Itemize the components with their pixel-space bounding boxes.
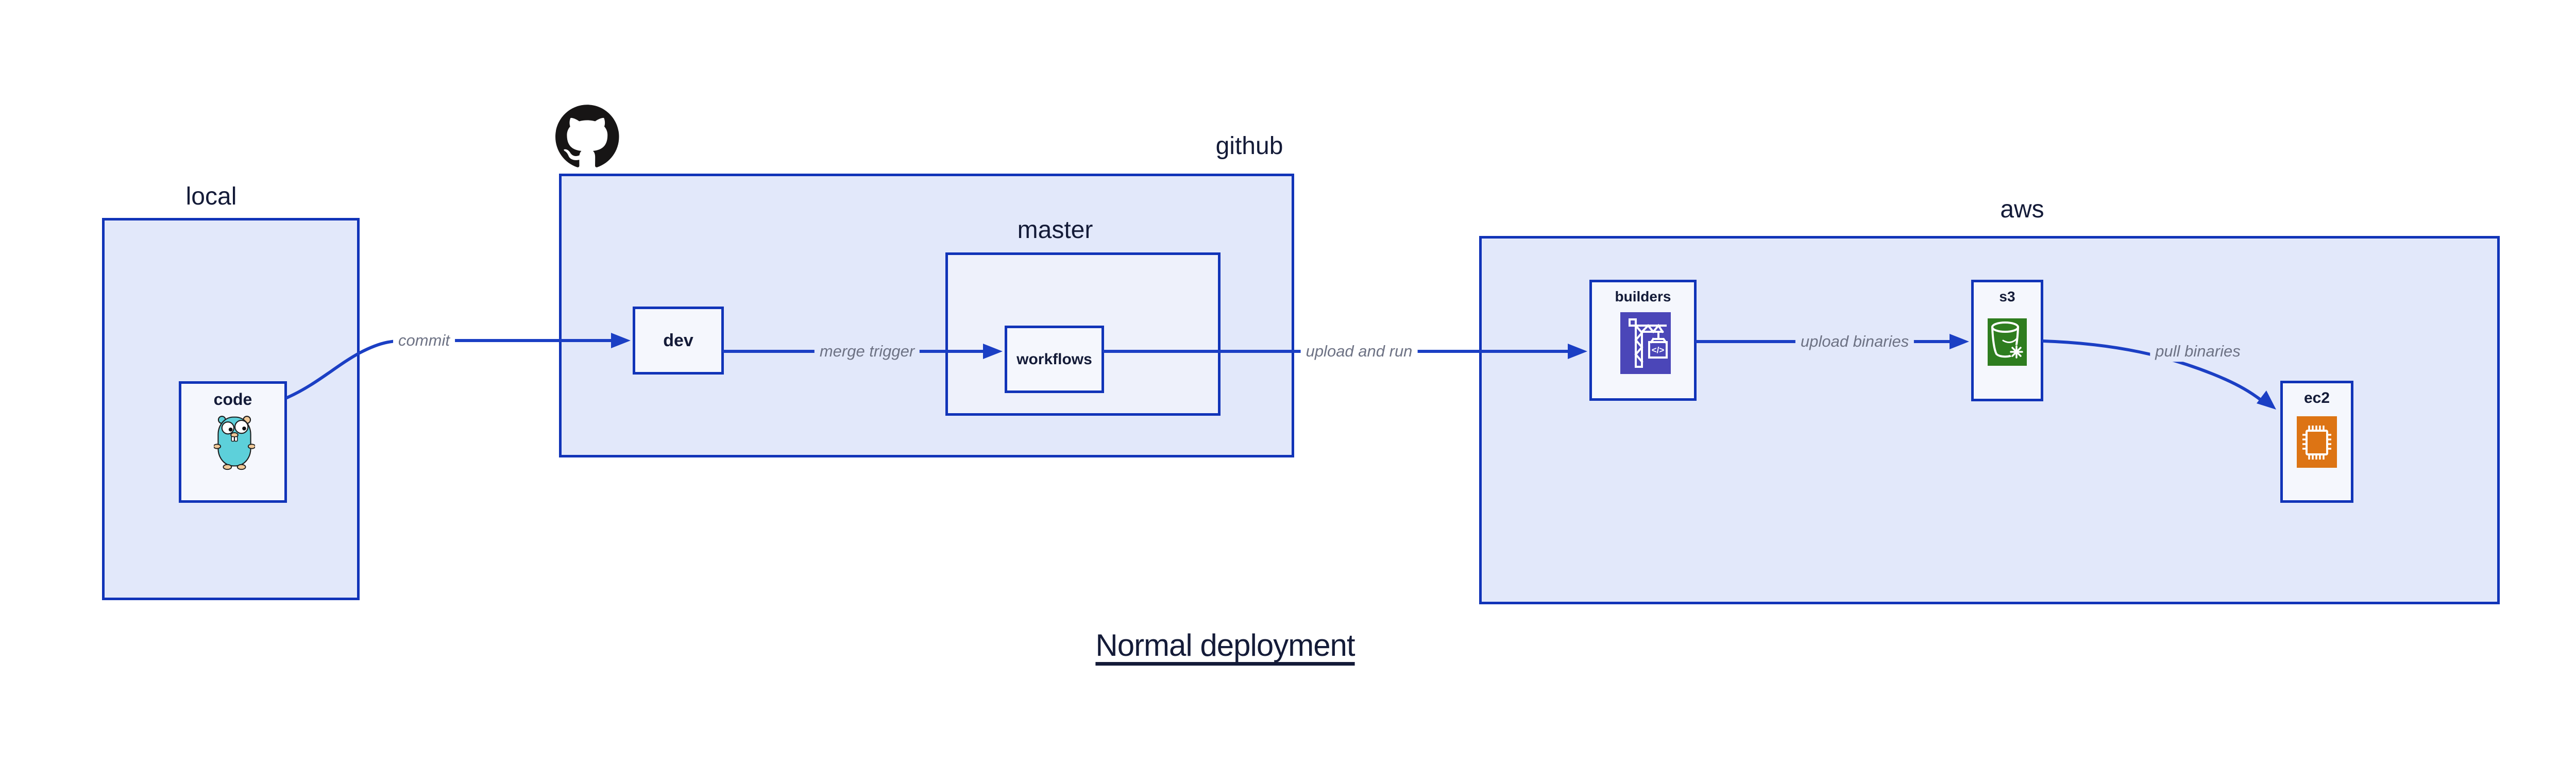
aws-ec2-chip-icon <box>2297 416 2337 468</box>
edge-label-upload-and-run: upload and run <box>1300 341 1418 362</box>
master-group-label: master <box>1017 216 1093 244</box>
local-group-label: local <box>185 183 237 210</box>
ec2-node-box: ec2 <box>2280 381 2353 503</box>
edge-label-upload-binaries: upload binaries <box>1795 331 1914 352</box>
workflows-node-box: workflows <box>1005 326 1104 393</box>
s3-node-box: s3 <box>1971 280 2043 401</box>
svg-text:</>: </> <box>1652 345 1665 355</box>
workflows-node-label: workflows <box>1016 350 1092 368</box>
edge-label-pull-binaries: pull binaries <box>2150 341 2246 362</box>
go-gopher-icon <box>214 413 255 470</box>
code-node-box: code <box>179 381 287 503</box>
aws-group-label: aws <box>2000 196 2044 223</box>
dev-node-label: dev <box>663 330 693 350</box>
s3-node-label: s3 <box>1999 288 2015 304</box>
builders-node-box: builders </> <box>1589 280 1697 401</box>
code-node-label: code <box>213 390 252 409</box>
builders-node-label: builders <box>1615 288 1671 304</box>
github-group-label: github <box>1215 132 1283 160</box>
ec2-node-label: ec2 <box>2303 389 2330 406</box>
page-title: Normal deployment <box>1095 628 1355 663</box>
aws-codebuild-crane-icon: </> <box>1620 312 1671 374</box>
aws-s3-bucket-icon <box>1988 318 2027 366</box>
edge-label-commit: commit <box>393 330 455 351</box>
github-octocat-icon <box>555 105 619 167</box>
edge-label-merge-trigger: merge trigger <box>814 341 920 362</box>
dev-node-box: dev <box>633 307 724 375</box>
